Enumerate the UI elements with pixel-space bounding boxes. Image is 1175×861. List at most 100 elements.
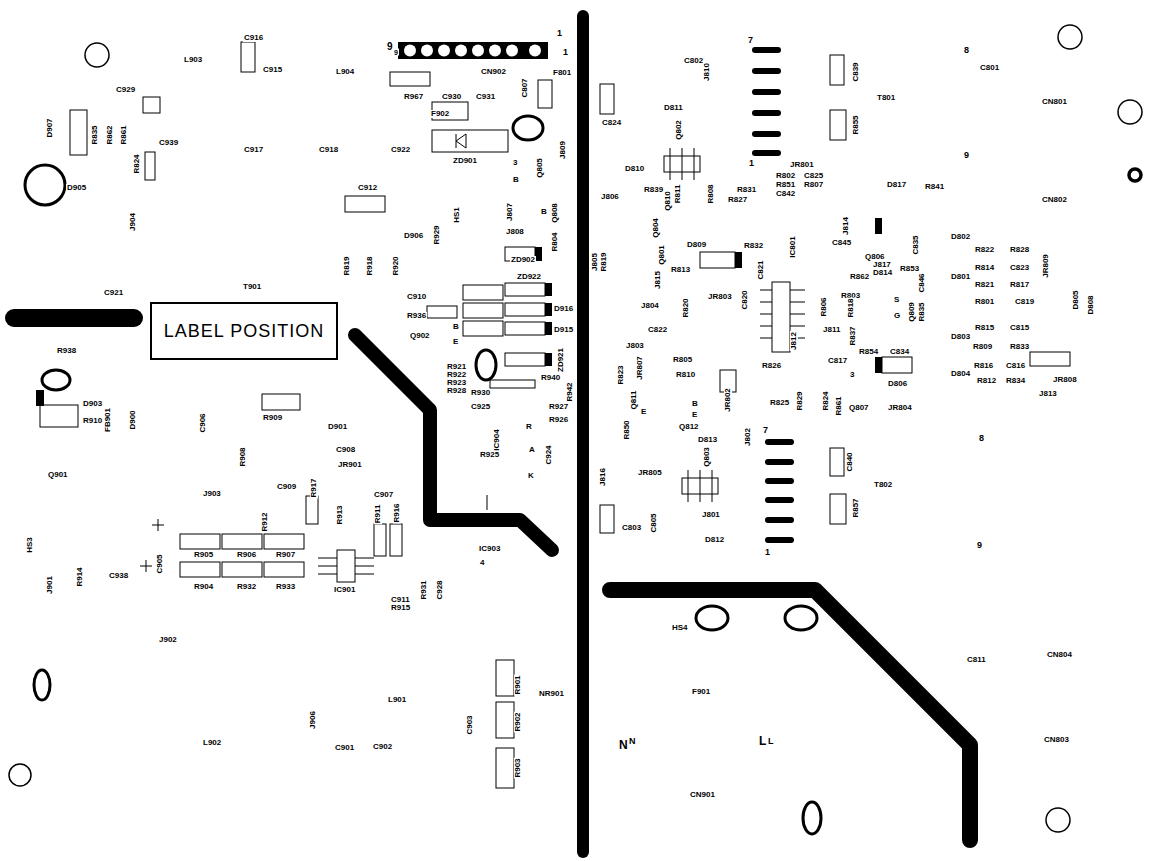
slot-pad <box>42 370 70 390</box>
part-designator: CN802 <box>1041 196 1068 204</box>
slot-pad <box>696 606 728 630</box>
part-designator: C835 <box>912 234 920 255</box>
part-designator: R850 <box>623 419 631 440</box>
part-designator: R851 <box>775 181 796 189</box>
part-designator: C803 <box>621 524 642 532</box>
resistor-outline <box>496 748 514 788</box>
part-designator: J902 <box>158 636 178 644</box>
part-designator: C930 <box>441 93 462 101</box>
resistor-outline <box>70 110 87 155</box>
part-designator: R927 <box>548 403 569 411</box>
transformer-pin <box>755 47 778 53</box>
part-designator: R819 <box>600 251 608 272</box>
part-designator: D805 <box>1072 289 1080 310</box>
box-title: LABEL POSITION <box>164 321 324 342</box>
part-designator: HS3 <box>26 536 34 554</box>
part-designator: F902 <box>430 110 450 118</box>
part-designator: D801 <box>950 273 971 281</box>
part-designator: JR807 <box>636 355 644 381</box>
part-designator: D901 <box>327 423 348 431</box>
connector-header <box>398 42 548 59</box>
copper-trace <box>577 16 589 852</box>
part-designator: D817 <box>886 181 907 189</box>
part-designator: D804 <box>950 370 971 378</box>
resistor-outline <box>306 496 318 524</box>
part-designator: B <box>691 400 699 408</box>
resistor-outline <box>830 110 846 140</box>
mounting-hole <box>85 43 109 67</box>
part-designator: R822 <box>974 246 995 254</box>
diode-band <box>36 390 44 406</box>
part-designator: C928 <box>436 579 444 600</box>
transformer-pin <box>768 459 791 465</box>
part-designator: D806 <box>887 380 908 388</box>
part-designator: R817 <box>1009 281 1030 289</box>
part-designator: R918 <box>366 255 374 276</box>
diode-band <box>545 283 552 296</box>
part-designator: R913 <box>336 504 344 525</box>
transformer-pin <box>755 89 778 95</box>
part-designator: R806 <box>820 296 828 317</box>
part-designator: J903 <box>202 490 222 498</box>
part-designator: D812 <box>704 536 725 544</box>
pad-outline <box>463 303 503 318</box>
mounting-hole <box>1058 25 1082 49</box>
part-designator: R812 <box>976 377 997 385</box>
slot-pad <box>513 116 543 140</box>
part-designator: CN803 <box>1043 736 1070 744</box>
ic-outline <box>337 550 355 582</box>
part-designator: HS1 <box>453 206 461 224</box>
part-designator: JR801 <box>789 161 815 169</box>
part-designator: R826 <box>761 362 782 370</box>
part-designator: R907 <box>275 551 296 559</box>
part-designator: R905 <box>193 551 214 559</box>
part-designator: R835 <box>918 301 926 322</box>
part-designator: JR805 <box>637 469 663 477</box>
part-designator: C921 <box>103 289 124 297</box>
part-designator: R926 <box>548 416 569 424</box>
part-designator: CN901 <box>689 791 716 799</box>
part-designator: C901 <box>334 744 355 752</box>
resistor-outline <box>374 524 386 556</box>
part-designator: B <box>512 176 520 184</box>
mounting-hole <box>1118 100 1142 124</box>
label-box: LABEL POSITION <box>150 302 338 360</box>
part-designator: C811 <box>966 656 987 664</box>
capacitor-outline <box>345 196 385 212</box>
resistor-outline <box>222 562 262 577</box>
part-designator: D916 <box>553 305 574 313</box>
part-designator: R807 <box>803 181 824 189</box>
part-designator: C909 <box>276 483 297 491</box>
part-designator: R857 <box>852 497 860 518</box>
part-designator: D808 <box>1087 294 1095 315</box>
part-designator: B <box>452 323 460 331</box>
part-designator: CN804 <box>1046 651 1073 659</box>
ic-outline <box>772 282 790 352</box>
part-designator: C842 <box>775 190 796 198</box>
resistor-outline <box>496 702 514 738</box>
resistor-outline <box>390 524 402 556</box>
part-designator: C819 <box>1014 298 1035 306</box>
part-designator: R819 <box>343 255 351 276</box>
part-designator: C805 <box>650 512 658 533</box>
fuse-outline <box>538 80 552 108</box>
slot-pad <box>785 606 817 630</box>
part-designator: R814 <box>974 264 995 272</box>
transformer-pin <box>755 68 778 74</box>
part-designator: F901 <box>691 688 711 696</box>
part-designator: R809 <box>972 343 993 351</box>
part-designator: ZD901 <box>452 157 478 165</box>
part-designator: C939 <box>158 139 179 147</box>
part-designator: L904 <box>335 68 355 76</box>
diode-band <box>875 218 882 234</box>
part-designator: R854 <box>858 348 879 356</box>
part-designator: C823 <box>1009 264 1030 272</box>
part-designator: JR808 <box>1052 376 1078 384</box>
part-designator: L <box>758 735 767 747</box>
diode-band <box>535 247 542 261</box>
part-designator: R942 <box>566 381 574 402</box>
part-designator: Q811 <box>630 389 638 410</box>
part-designator: R855 <box>852 114 860 135</box>
part-designator: R901 <box>514 674 522 695</box>
